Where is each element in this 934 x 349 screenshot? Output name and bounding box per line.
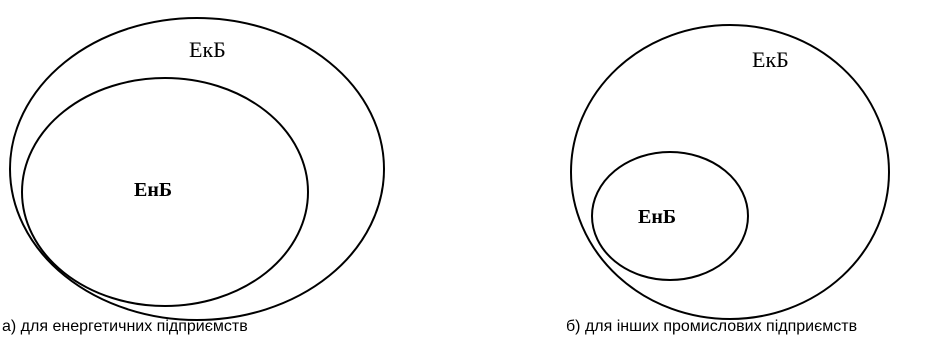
diagram-a-outer-ellipse xyxy=(9,17,385,321)
diagram-b-caption: б) для інших промислових підприємств xyxy=(566,318,858,335)
diagram-b-inner-ellipse xyxy=(591,151,749,281)
diagram-a-inner-label: ЕнБ xyxy=(134,179,172,201)
diagram-b-inner-label: ЕнБ xyxy=(638,206,676,228)
diagram-a-outer-label: ЕкБ xyxy=(189,37,226,62)
diagram-a: ЕкБ ЕнБ xyxy=(9,17,385,321)
diagram-a-caption: а) для енергетичних підприємств xyxy=(2,318,248,335)
diagram-b-outer-ellipse xyxy=(570,24,890,320)
diagram-a-inner-ellipse xyxy=(21,77,309,307)
diagram-b-outer-label: ЕкБ xyxy=(752,47,789,72)
diagram-b: ЕкБ ЕнБ xyxy=(570,24,890,320)
